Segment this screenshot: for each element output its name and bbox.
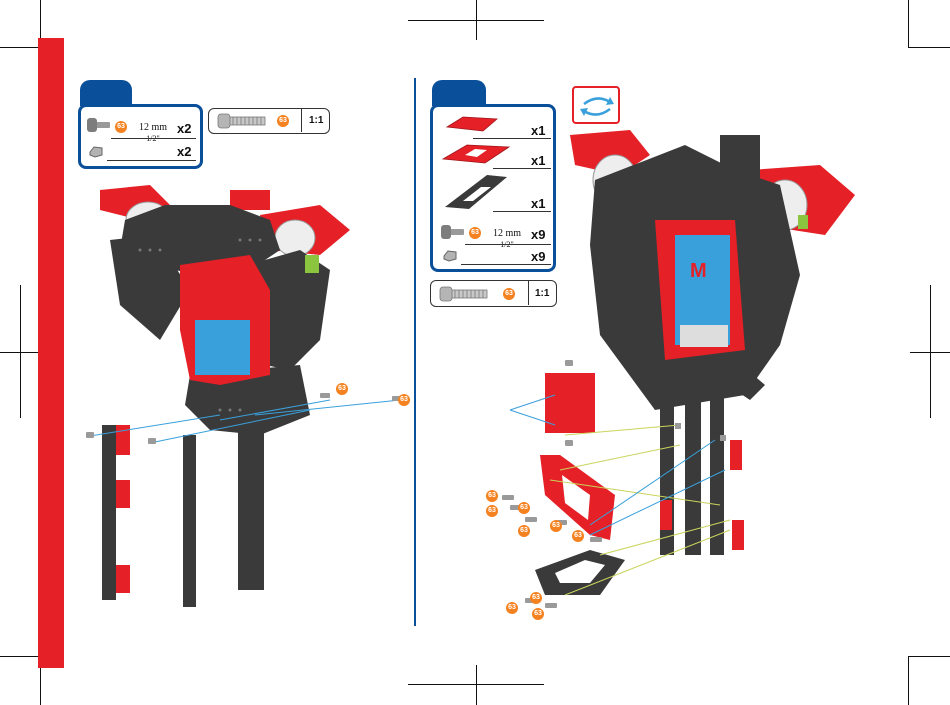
part-quantity: x2 — [177, 144, 191, 159]
page-edge-red-bar — [38, 38, 64, 668]
nut-icon — [441, 249, 459, 263]
step-tab-right — [432, 80, 486, 106]
callout-badge: 63 — [506, 602, 518, 614]
crop-mark — [908, 0, 909, 48]
page-divider — [414, 78, 416, 626]
callout-badge: 63 — [486, 505, 498, 517]
scale-guide-left: 63 1:1 — [208, 108, 330, 134]
step-tab-left — [80, 80, 132, 106]
callout-badge: 63 — [336, 383, 348, 395]
registration-mark — [408, 684, 544, 685]
left-assembly-illustration — [80, 180, 410, 610]
screw-icon — [439, 222, 465, 242]
scale-label: 1:1 — [309, 115, 323, 126]
registration-mark — [408, 20, 544, 21]
rotate-arrows-icon — [578, 92, 616, 120]
callout-badge: 63 — [398, 394, 410, 406]
rotate-view-box — [572, 86, 620, 124]
scale-divider — [301, 109, 302, 132]
red-leg-brackets — [116, 425, 130, 593]
crop-mark — [909, 656, 950, 657]
callout-badge: 63 — [572, 530, 584, 542]
crop-mark — [0, 47, 40, 48]
callout-badge: 63 — [518, 525, 530, 537]
screw-length-mm: 12 mm — [133, 123, 173, 133]
screw-scale-icon — [217, 113, 267, 129]
screw-length-inch: 1/2" — [133, 134, 173, 144]
blue-battery-box — [195, 320, 250, 375]
part-number-badge: 63 — [277, 115, 289, 127]
callout-badge: 63 — [532, 608, 544, 620]
nut-icon — [87, 145, 105, 159]
registration-mark — [910, 352, 950, 353]
part-underline — [111, 138, 196, 139]
callout-badge: 63 — [530, 592, 542, 604]
right-assembly-illustration: M — [480, 125, 860, 620]
crop-mark — [908, 656, 909, 705]
green-connector — [305, 255, 319, 273]
callout-badge: 63 — [518, 502, 530, 514]
part-underline — [107, 160, 196, 161]
brand-logo-mark: M — [690, 260, 707, 282]
part-quantity: x2 — [177, 121, 191, 136]
registration-mark — [0, 352, 40, 353]
part-number-badge: 63 — [115, 121, 127, 133]
registration-mark — [476, 665, 477, 705]
crop-mark — [0, 656, 40, 657]
screw-icon — [85, 115, 111, 135]
parts-box-left: 63 12 mm 1/2" x2 x2 — [78, 104, 203, 169]
callout-badge: 63 — [486, 490, 498, 502]
callout-badge: 63 — [550, 520, 562, 532]
crop-mark — [909, 47, 950, 48]
